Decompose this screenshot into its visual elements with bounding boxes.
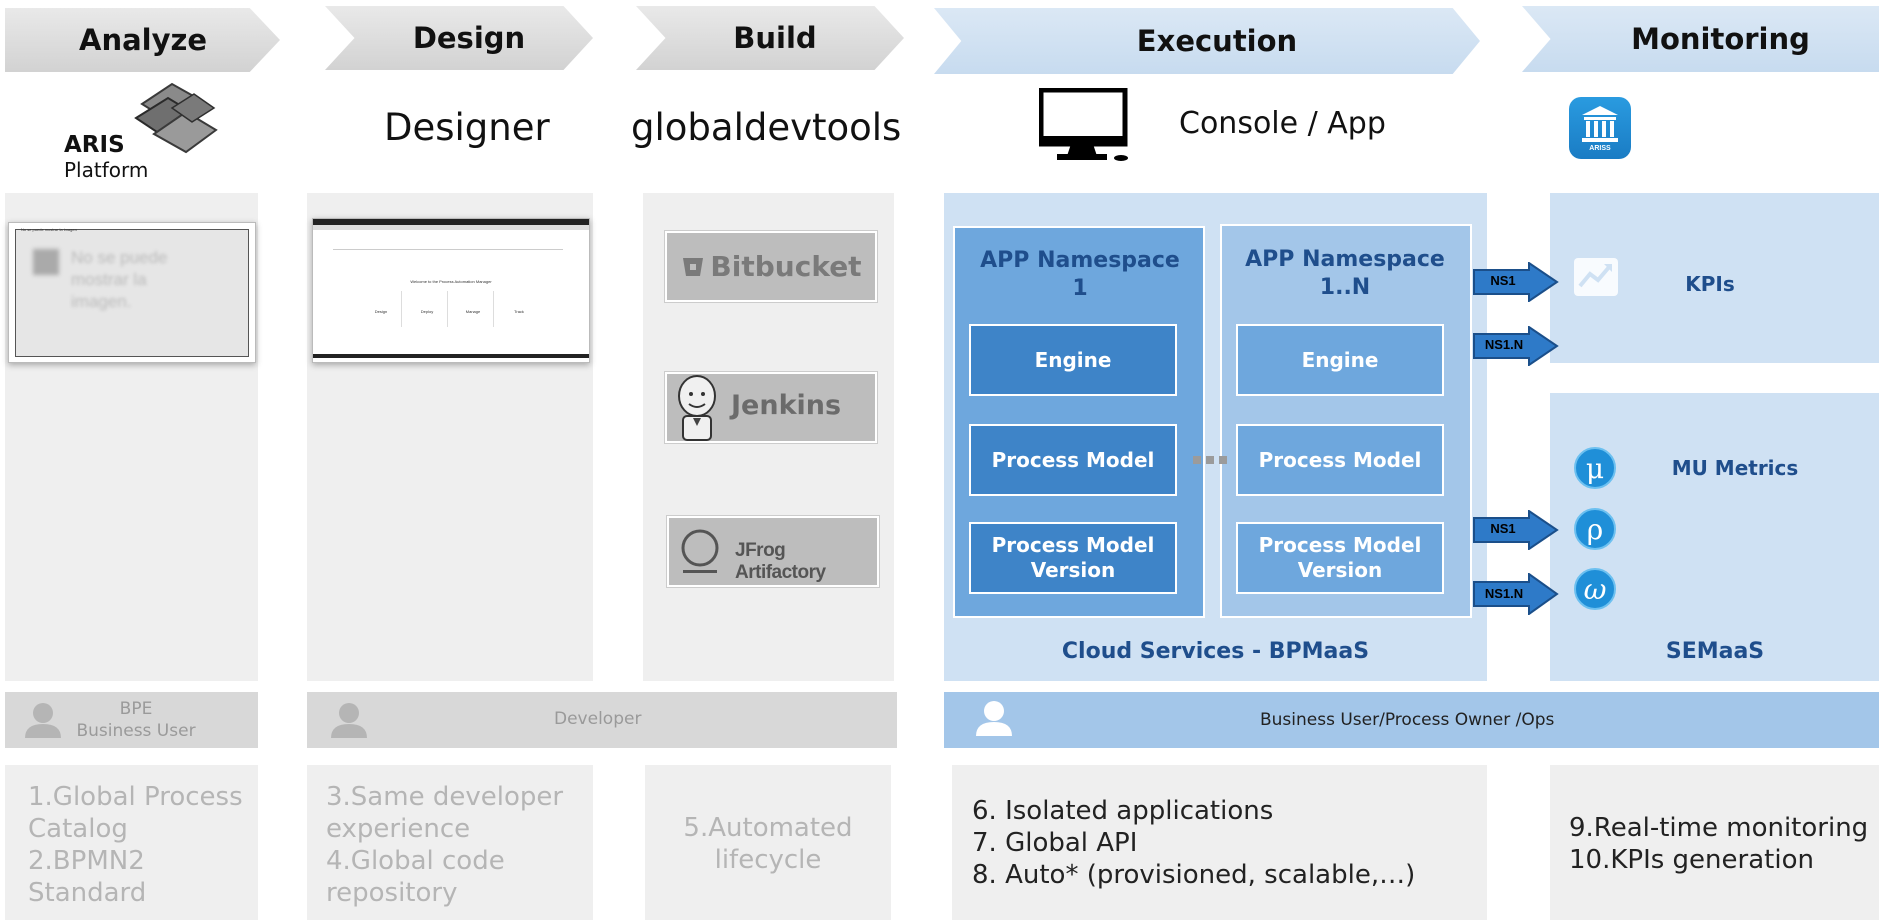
phase-monitoring-chevron: Monitoring: [1522, 6, 1879, 72]
arrow-ns1-semaas-label: NS1: [1490, 521, 1516, 536]
aris-platform-logo: ARIS Platform: [62, 82, 222, 182]
phase-build-label: Build: [733, 21, 817, 55]
analyze-desc-line-4: Standard: [28, 878, 147, 908]
phase-design-label: Design: [412, 21, 526, 55]
designer-card-deploy: Deploy: [407, 291, 448, 327]
role-bpe-line1: BPE: [119, 699, 153, 719]
designer-card-design: Design: [361, 291, 402, 327]
analyze-screenshot: No se puede mostrar la imagen. No se pue…: [8, 222, 256, 363]
arrow-ns1-semaas: NS1: [1473, 510, 1559, 550]
phase-analyze-label: Analyze: [79, 23, 208, 57]
monitoring-description: 9.Real-time monitoring 10.KPIs generatio…: [1550, 765, 1879, 920]
phase-design-chevron: Design: [325, 6, 593, 70]
arrow-ns1n-semaas-label: NS1.N: [1484, 586, 1524, 601]
omega-metric-icon: ω: [1574, 568, 1616, 610]
analyze-desc-line-1: 1.Global Process: [28, 782, 243, 812]
designer-card-manage-label: Manage: [465, 309, 481, 314]
build-desc-line-2: lifecycle: [714, 845, 822, 875]
design-description: 3.Same developer experience 4.Global cod…: [307, 765, 593, 920]
analyze-desc-line-3: 2.BPMN2: [28, 846, 145, 876]
ns1-engine-box: Engine: [969, 324, 1177, 396]
rho-metric-icon: ρ: [1574, 508, 1616, 550]
phase-analyze-chevron: Analyze: [5, 8, 280, 72]
monitoring-desc-line-2: 10.KPIs generation: [1569, 845, 1814, 875]
globaldevtools-tool-label: globaldevtools: [631, 106, 902, 149]
broken-image-text: No se puede mostrar la imagen.: [71, 248, 168, 311]
phase-monitoring-label: Monitoring: [1631, 22, 1810, 56]
jenkins-label: Jenkins: [731, 390, 842, 421]
namespace-ellipsis-connector: [1193, 456, 1229, 464]
aris-wordmark: ARIS: [64, 132, 125, 158]
execution-desc-line-2: 7. Global API: [972, 828, 1138, 858]
execution-desc-line-3: 8. Auto* (provisioned, scalable,…): [972, 860, 1416, 890]
execution-desc-line-1: 6. Isolated applications: [972, 796, 1274, 826]
trend-chart-icon: [1574, 258, 1618, 296]
semaas-label: SEMaaS: [1665, 639, 1765, 664]
build-description: 5.Automated lifecycle: [645, 765, 891, 920]
user-icon: [25, 703, 61, 738]
phase-execution-label: Execution: [1136, 24, 1298, 58]
ns1-process-model-box: Process Model: [969, 424, 1177, 496]
role-bar-ops: Business User/Process Owner /Ops: [944, 692, 1879, 748]
building-columns-icon: [1582, 106, 1618, 142]
ns1-process-model-version-box: Process Model Version: [969, 522, 1177, 594]
mu-metric-icon: μ: [1574, 447, 1616, 489]
designer-card-track: Track: [499, 291, 539, 327]
jfrog-tile: JFrog Artifactory: [667, 516, 879, 587]
broken-image-title: No se puede mostrar la imagen: [21, 227, 77, 232]
designer-card-track-label: Track: [514, 309, 524, 314]
execution-footer-label: Cloud Services - BPMaaS: [1061, 639, 1370, 664]
ariss-badge-text: ARISS: [1589, 145, 1611, 152]
ariss-app-icon: ARISS: [1569, 97, 1631, 159]
phase-execution-chevron: Execution: [934, 8, 1480, 74]
bitbucket-tile: Bitbucket: [665, 231, 877, 302]
arrow-ns1-kpi-label: NS1: [1490, 273, 1516, 288]
mu-metrics-label: MU Metrics: [1671, 456, 1799, 480]
execution-description: 6. Isolated applications 7. Global API 8…: [952, 765, 1487, 920]
aris-stack-icon: [134, 82, 218, 154]
aris-platform-text: Platform: [64, 158, 149, 182]
role-bpe-line2: Business User: [76, 721, 196, 741]
arrow-ns1n-kpi: NS1.N: [1473, 326, 1559, 366]
user-icon: [976, 701, 1012, 736]
arrow-ns1n-kpi-label: NS1.N: [1484, 337, 1524, 352]
kpis-label: KPIs: [1685, 272, 1735, 296]
designer-card-design-label: Design: [374, 309, 388, 314]
monitoring-desc-line-1: 9.Real-time monitoring: [1569, 813, 1869, 843]
role-developer-label: Developer: [554, 709, 642, 729]
designer-welcome-text: Welcome to the Process Automation Manage…: [410, 279, 492, 284]
bitbucket-label: Bitbucket: [710, 250, 862, 283]
arrow-ns1n-semaas: NS1.N: [1473, 573, 1559, 615]
design-desc-line-3: 4.Global code: [326, 846, 505, 876]
nsn-process-model-version-box: Process Model Version: [1236, 522, 1444, 594]
designer-card-deploy-label: Deploy: [420, 309, 434, 314]
nsn-engine-box: Engine: [1236, 324, 1444, 396]
broken-image-icon: [33, 249, 59, 275]
build-desc-line-1: 5.Automated: [683, 813, 853, 843]
design-desc-line-2: experience: [326, 814, 471, 844]
bitbucket-icon: [683, 257, 704, 276]
jfrog-icon: [681, 529, 719, 573]
role-bar-bpe: BPE Business User: [5, 692, 258, 748]
monitor-icon: [1039, 88, 1128, 161]
role-bar-developer: Developer: [307, 692, 897, 748]
arrow-ns1-kpi: NS1: [1473, 262, 1559, 302]
console-app-label: Console / App: [1179, 106, 1386, 141]
analyze-description: 1.Global Process Catalog 2.BPMN2 Standar…: [5, 765, 258, 920]
role-ops-label: Business User/Process Owner /Ops: [1260, 710, 1555, 730]
namespace-1-title: APP Namespace 1: [980, 248, 1180, 301]
namespace-n-title: APP Namespace 1..N: [1245, 247, 1445, 300]
jfrog-label: JFrog Artifactory: [735, 540, 826, 583]
phase-build-chevron: Build: [636, 6, 904, 70]
user-icon: [331, 703, 367, 738]
designer-card-manage: Manage: [453, 291, 494, 327]
design-desc-line-4: repository: [326, 878, 458, 908]
designer-screenshot: Welcome to the Process Automation Manage…: [312, 218, 590, 363]
jenkins-tile: Jenkins: [665, 372, 877, 443]
jenkins-butler-icon: [678, 375, 716, 441]
analyze-desc-line-2: Catalog: [28, 814, 128, 844]
nsn-process-model-box: Process Model: [1236, 424, 1444, 496]
designer-tool-label: Designer: [384, 106, 550, 149]
design-desc-line-1: 3.Same developer: [326, 782, 564, 812]
